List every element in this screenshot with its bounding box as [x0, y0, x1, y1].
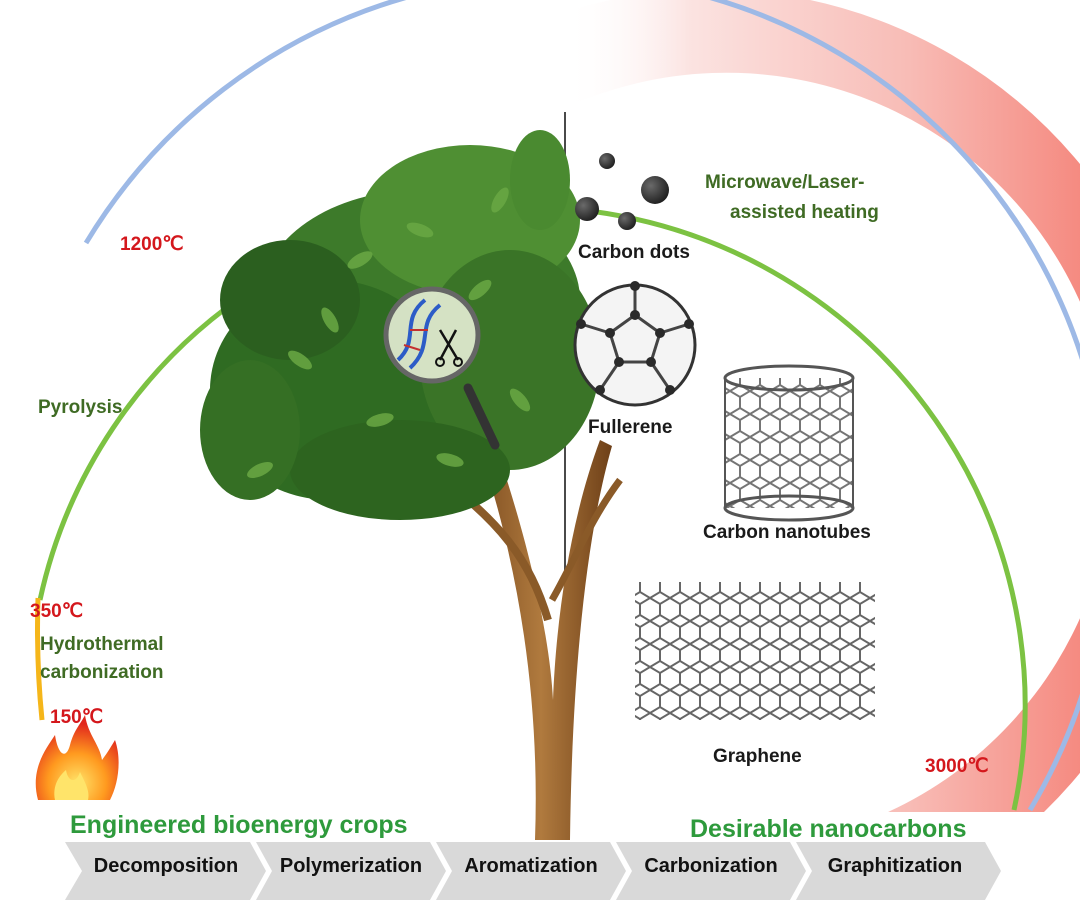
- temp-1200: 1200℃: [120, 234, 184, 255]
- carbon-dots-graphic: [575, 153, 669, 230]
- fullerene-graphic: [573, 281, 697, 407]
- carbon-nanotube-graphic: [723, 364, 855, 522]
- step-decomposition: Decomposition: [93, 855, 239, 877]
- graphene-graphic: [635, 582, 875, 720]
- step-graphitization: Graphitization: [827, 855, 963, 877]
- process-microwave-line2: assisted heating: [730, 202, 879, 223]
- process-pyrolysis: Pyrolysis: [38, 397, 123, 418]
- process-hydrothermal-line2: carbonization: [40, 662, 164, 683]
- step-carbonization: Carbonization: [644, 855, 778, 877]
- heat-gradient-band: [565, 0, 1080, 812]
- temp-350: 350℃: [30, 601, 84, 622]
- temp-3000: 3000℃: [925, 756, 989, 777]
- step-polymerization: Polymerization: [279, 855, 423, 877]
- tree-icon: [200, 130, 623, 840]
- magnifier-dna-icon: [383, 286, 500, 450]
- heading-engineered-crops: Engineered bioenergy crops: [70, 811, 408, 839]
- process-hydrothermal-line1: Hydrothermal: [40, 634, 164, 655]
- outer-arc-blue: [83, 0, 1080, 812]
- outer-arc-orange: [35, 597, 45, 721]
- flame-icon: [35, 715, 119, 800]
- temp-150: 150℃: [50, 707, 104, 728]
- process-microwave-line1: Microwave/Laser-: [705, 172, 865, 193]
- label-graphene: Graphene: [713, 746, 802, 767]
- heading-desirable-nanocarbons: Desirable nanocarbons: [690, 815, 967, 843]
- process-arrow-bar: [65, 842, 1001, 900]
- label-fullerene: Fullerene: [588, 417, 673, 438]
- label-carbon-dots: Carbon dots: [578, 242, 690, 263]
- step-aromatization: Aromatization: [464, 855, 598, 877]
- label-carbon-nanotubes: Carbon nanotubes: [703, 522, 871, 543]
